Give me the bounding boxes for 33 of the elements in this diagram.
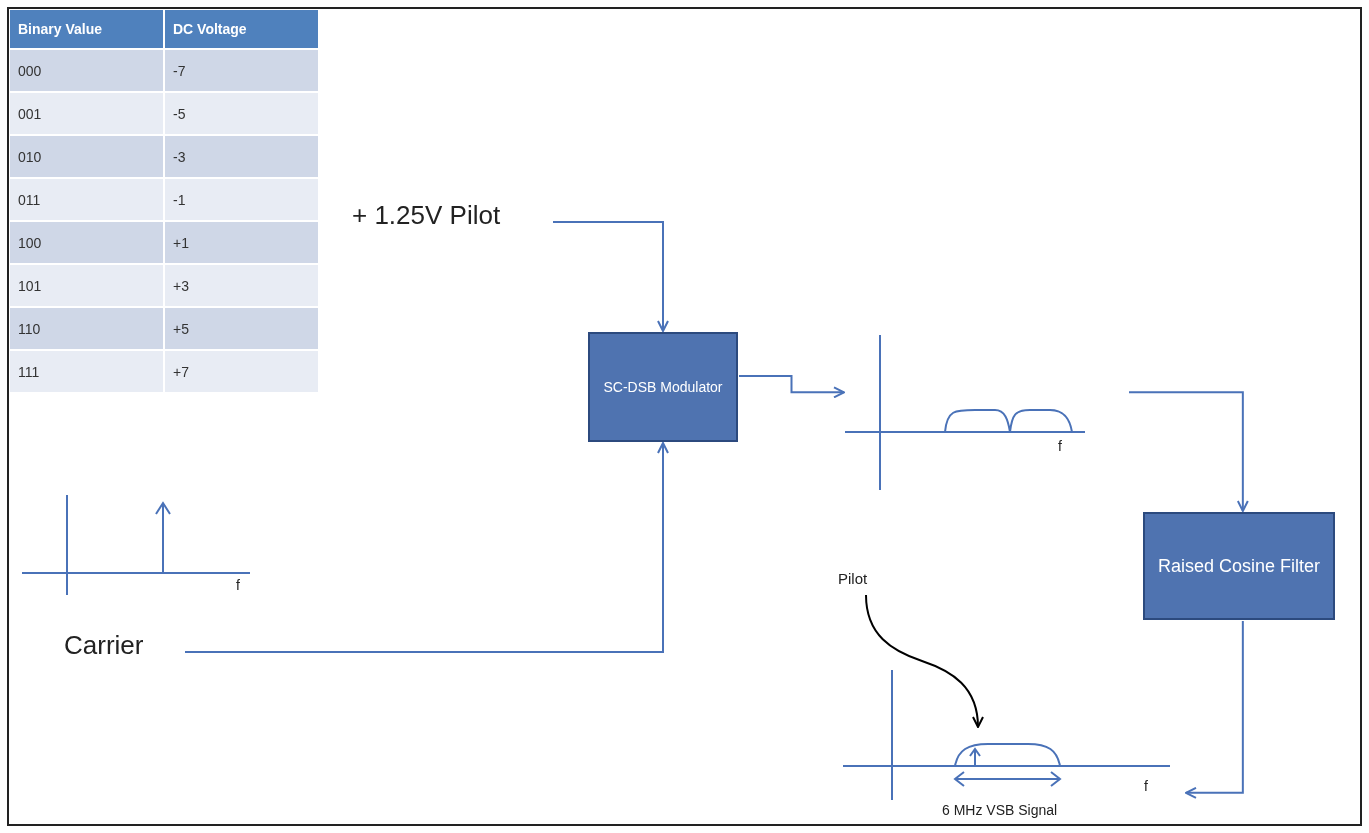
- table-cell: +7: [165, 351, 318, 392]
- header-cell: Binary Value: [10, 10, 163, 48]
- table-cell: 001: [10, 93, 163, 134]
- arrow: [1185, 620, 1244, 799]
- table-cell: 000: [10, 50, 163, 91]
- arrow: [184, 442, 669, 653]
- table-cell: 101: [10, 265, 163, 306]
- table-cell: -7: [165, 50, 318, 91]
- input-label: Carrier: [64, 630, 144, 674]
- table-cell: 110: [10, 308, 163, 349]
- input-label: + 1.25V Pilot: [352, 200, 501, 244]
- table-cell: 010: [10, 136, 163, 177]
- axis-label: f: [236, 577, 240, 593]
- axis-label: f: [1058, 438, 1062, 454]
- header-cell: DC Voltage: [165, 10, 318, 48]
- filter-block: Raised Cosine Filter: [1143, 512, 1335, 620]
- table-cell: 100: [10, 222, 163, 263]
- arrow: [738, 375, 845, 399]
- leader-line: [865, 594, 984, 728]
- table-cell: 011: [10, 179, 163, 220]
- table-cell: 111: [10, 351, 163, 392]
- table-cell: -5: [165, 93, 318, 134]
- table-cell: +3: [165, 265, 318, 306]
- dimension-label: 6 MHz VSB Signal: [942, 802, 1058, 818]
- table-cell: +5: [165, 308, 318, 349]
- arrow: [552, 221, 669, 332]
- arrow: [1128, 391, 1249, 512]
- axis-label: f: [1144, 778, 1148, 794]
- callout-label: Pilot: [838, 570, 868, 594]
- modulator-block: SC-DSB Modulator: [588, 332, 738, 442]
- table-cell: -3: [165, 136, 318, 177]
- table-cell: -1: [165, 179, 318, 220]
- table-cell: +1: [165, 222, 318, 263]
